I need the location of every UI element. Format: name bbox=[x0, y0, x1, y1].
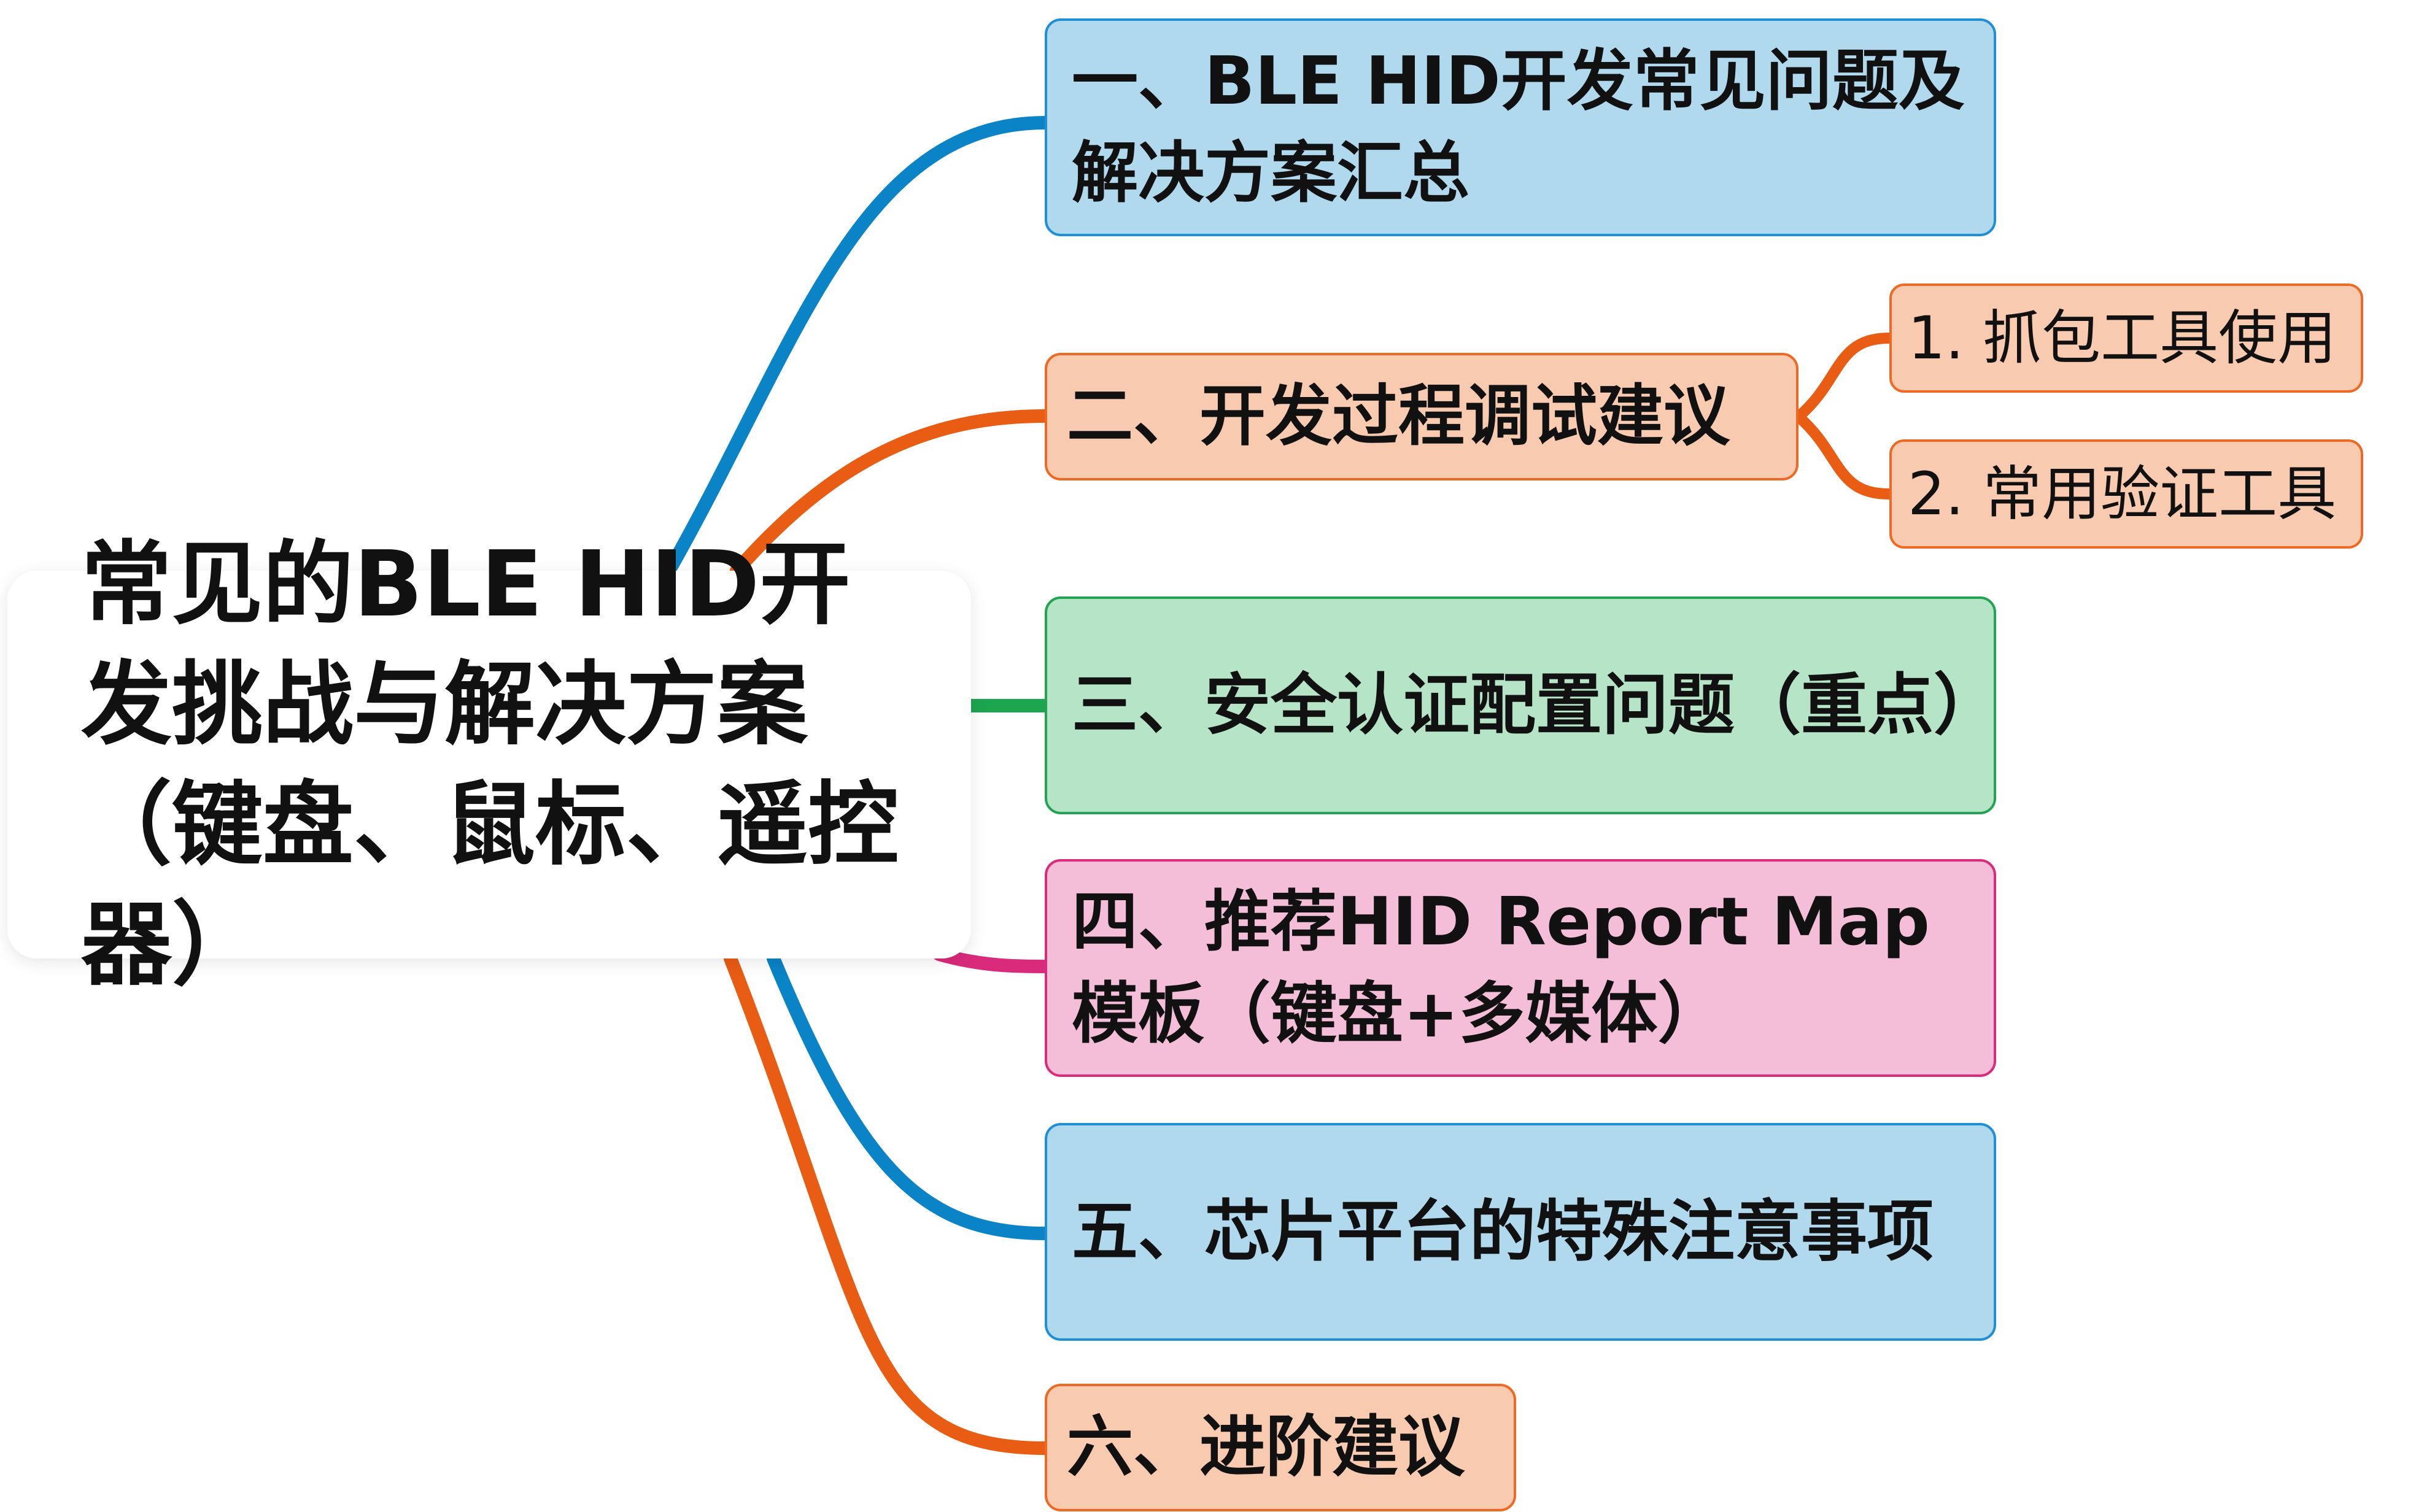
link-topic-5 bbox=[767, 952, 1051, 1240]
link-topic-1 bbox=[662, 116, 1051, 577]
subtopic-label-2: 2. 常用验证工具 bbox=[1908, 460, 2337, 528]
topic-node-6[interactable]: 六、进阶建议 bbox=[1045, 1384, 1516, 1511]
subtopic-node-2[interactable]: 2. 常用验证工具 bbox=[1889, 439, 2363, 549]
link-sub-1 bbox=[1793, 333, 1895, 422]
topic-label-4: 四、推荐HID Report Map模板（键盘+多媒体） bbox=[1072, 883, 1930, 1052]
link-topic-2 bbox=[730, 409, 1051, 577]
topic-node-3[interactable]: 三、安全认证配置问题（重点） bbox=[1045, 596, 2000, 814]
topic-label-2: 二、开发过程调试建议 bbox=[1067, 378, 1730, 455]
link-sub-2 bbox=[1793, 411, 1895, 500]
link-topic-6 bbox=[724, 952, 1051, 1455]
topic-label-3: 三、安全认证配置问题（重点） bbox=[1072, 666, 2000, 744]
topic-label-1: 一、BLE HID开发常见问题及解决方案汇总 bbox=[1072, 42, 1965, 212]
topic-node-5[interactable]: 五、芯片平台的特殊注意事项 bbox=[1045, 1123, 1996, 1341]
root-node[interactable]: 常见的BLE HID开发挑战与解决方案（键盘、鼠标、遥控器） bbox=[7, 531, 971, 998]
root-label: 常见的BLE HID开发挑战与解决方案（键盘、鼠标、遥控器） bbox=[81, 531, 899, 998]
topic-node-4[interactable]: 四、推荐HID Report Map模板（键盘+多媒体） bbox=[1045, 859, 1996, 1077]
link-topic-4 bbox=[932, 947, 1051, 973]
topic-node-2[interactable]: 二、开发过程调试建议 bbox=[1045, 353, 1798, 480]
topic-node-1[interactable]: 一、BLE HID开发常见问题及解决方案汇总 bbox=[1045, 18, 1996, 236]
topic-label-6: 六、进阶建议 bbox=[1067, 1409, 1465, 1486]
topic-label-5: 五、芯片平台的特殊注意事项 bbox=[1072, 1193, 1934, 1270]
subtopic-label-1: 1. 抓包工具使用 bbox=[1908, 304, 2337, 372]
subtopic-node-1[interactable]: 1. 抓包工具使用 bbox=[1889, 284, 2363, 393]
